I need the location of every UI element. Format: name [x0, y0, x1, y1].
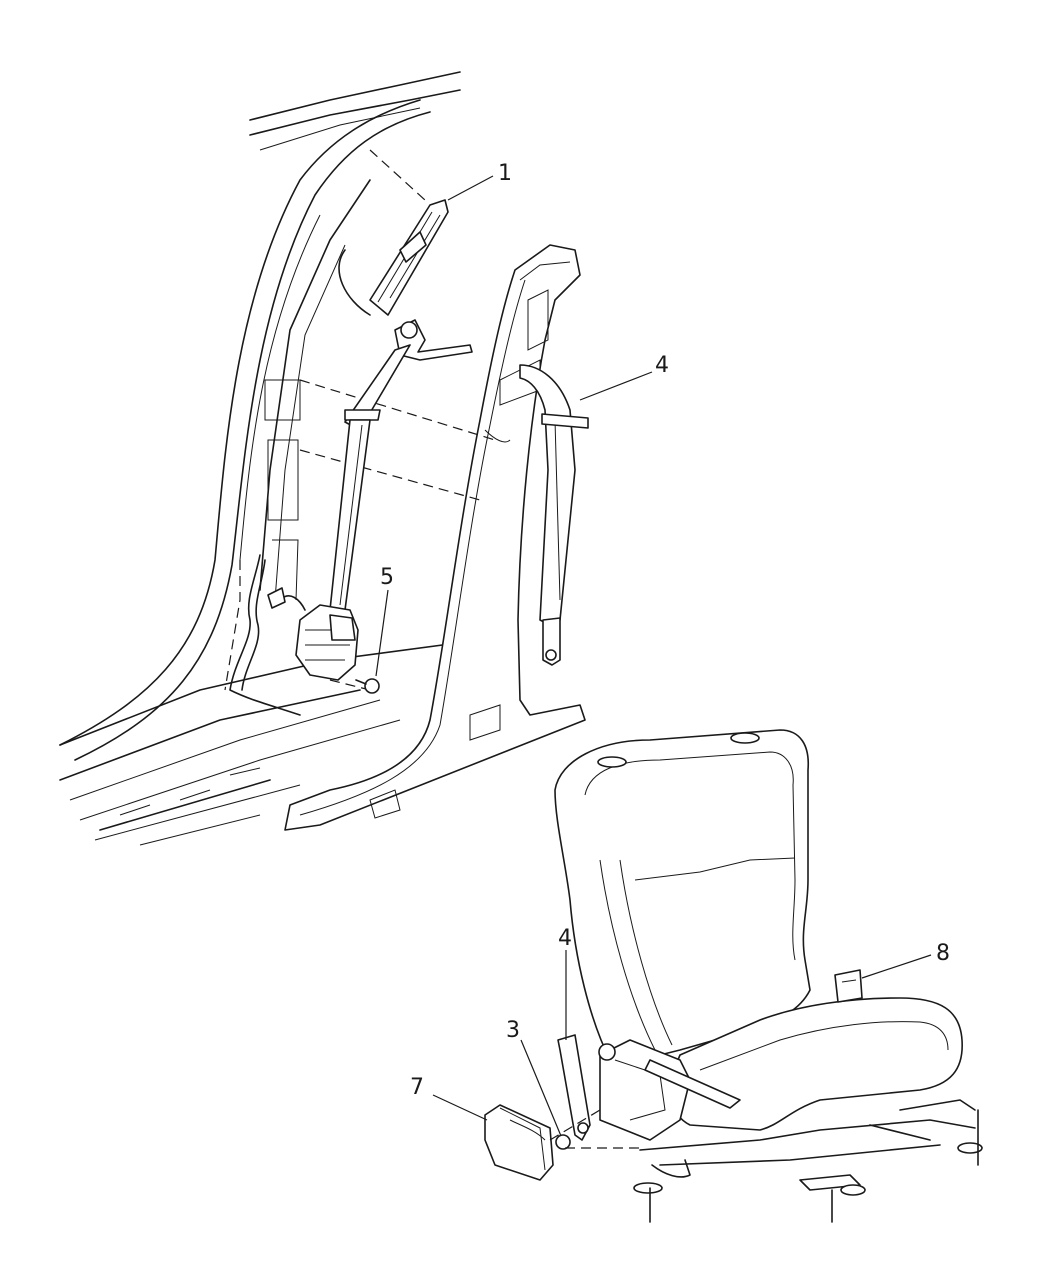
bolt-part-5: [364, 678, 380, 694]
shoulder-belt-webbing: [329, 319, 473, 611]
callouts: 1 4 5 4 3 7 8: [375, 161, 950, 1137]
b-pillar-trim: [284, 244, 586, 831]
cover-part-7: [484, 1104, 554, 1181]
belt-part-4-lower: [557, 1034, 591, 1141]
buckle-part-8: [834, 969, 863, 1003]
seat-assembly: [484, 729, 983, 1223]
callout-3: 3: [506, 1018, 520, 1043]
bolt-part-3: [555, 1134, 571, 1150]
callout-4-lower: 4: [558, 926, 572, 951]
height-adjuster-part-1: [338, 199, 449, 316]
callout-8: 8: [936, 941, 950, 966]
retractor-assembly: [295, 604, 380, 694]
wiring-harness: [229, 554, 306, 716]
callout-4-upper: 4: [655, 353, 669, 378]
callout-1: 1: [498, 161, 512, 186]
alignment-lines: [224, 149, 496, 691]
body-structure: [59, 71, 481, 846]
callout-5: 5: [380, 565, 394, 590]
callout-7: 7: [410, 1075, 424, 1100]
belt-part-4-upper: [519, 364, 589, 666]
